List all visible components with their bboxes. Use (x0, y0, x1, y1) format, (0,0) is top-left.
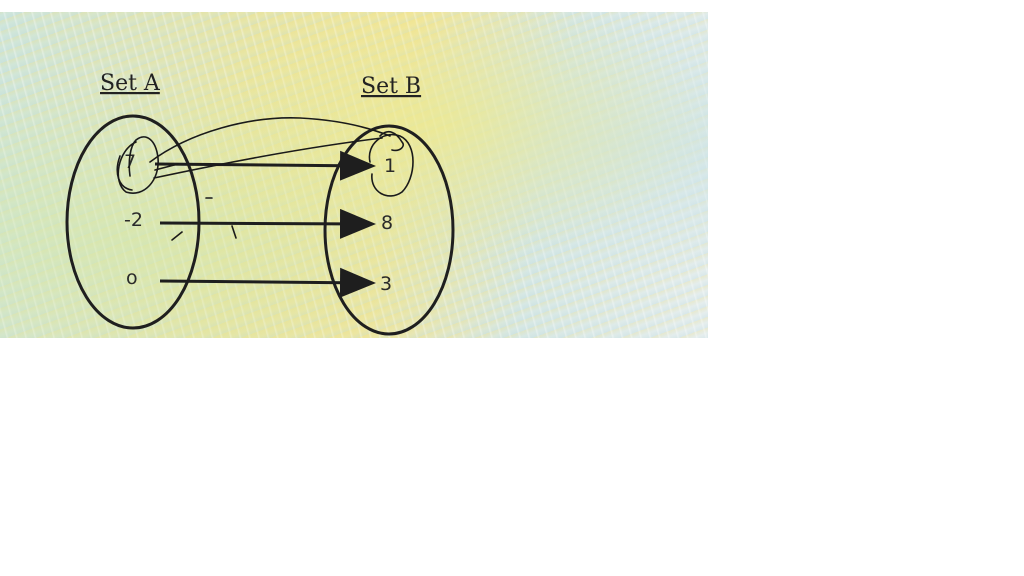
curve-arc (149, 117, 391, 163)
set-b-title: Set B (361, 74, 421, 99)
mapping-arrow-2 (159, 208, 376, 239)
set-b-oval (323, 124, 455, 336)
mapping-arrow-1 (154, 150, 376, 181)
mapping-arrow-3 (159, 267, 376, 298)
photo-background: Set A Set B 7 -2 o 1 8 3 (0, 12, 708, 338)
mapping-diagram: Set A Set B 7 -2 o 1 8 3 (65, 71, 455, 336)
set-b-element-1: 1 (384, 155, 396, 177)
handwritten-annotations (116, 117, 414, 241)
set-a-title: Set A (100, 71, 161, 96)
set-b-element-2: 8 (381, 212, 393, 234)
circle-around-1 (368, 133, 414, 197)
set-a-element-2: -2 (124, 209, 143, 231)
set-a-element-3: o (126, 267, 138, 289)
set-b-element-3: 3 (380, 273, 392, 295)
